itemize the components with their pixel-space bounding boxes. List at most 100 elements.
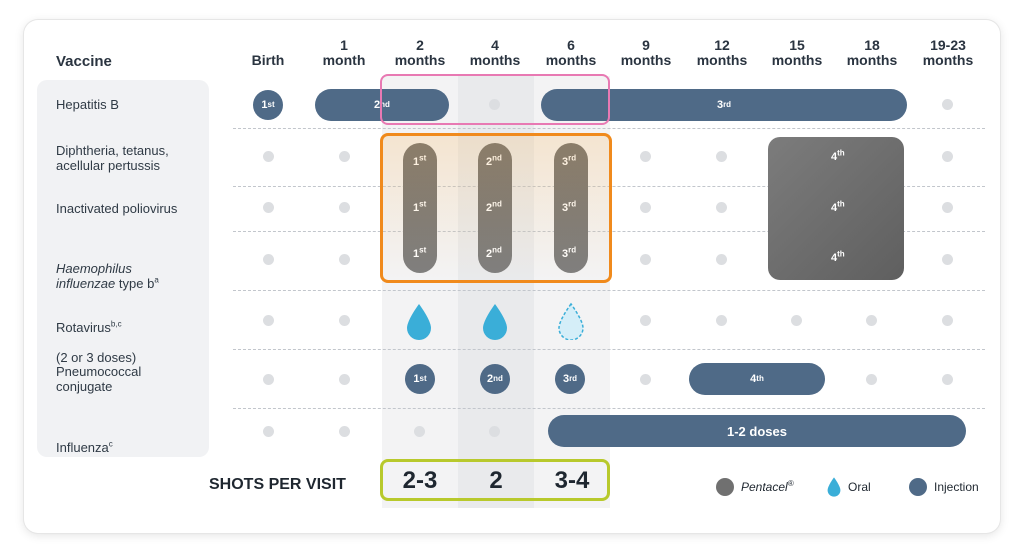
vaccine-rotavirus: Rotavirusb,c (2 or 3 doses) xyxy=(56,305,136,365)
empty-slot-dot xyxy=(339,151,350,162)
shots-per-visit-frame xyxy=(380,459,610,501)
age-header-12-months: 12 months xyxy=(696,37,748,68)
pentacel-highlight-frame xyxy=(380,133,612,283)
empty-slot-dot xyxy=(339,426,350,437)
row-separator xyxy=(233,349,985,350)
row-separator xyxy=(233,128,985,129)
age-header-15-months: 15 months xyxy=(771,37,823,68)
age-header-18-months: 18 months xyxy=(846,37,898,68)
age-header-19-23-months: 19-23 months xyxy=(922,37,974,68)
empty-slot-dot xyxy=(640,315,651,326)
hib-dose-2: 2nd xyxy=(486,246,502,260)
hib-dose-1: 1st xyxy=(413,246,426,260)
shots-4-months: 2 xyxy=(489,467,503,494)
vaccine-hib-italic: Haemophilus influenzae xyxy=(56,261,132,291)
oral-drop-optional-icon xyxy=(558,302,584,340)
dose-number: 1 xyxy=(261,99,268,111)
empty-slot-dot xyxy=(791,315,802,326)
vaccine-rotavirus-note: (2 or 3 doses) xyxy=(56,350,137,365)
shots-6-months: 3-4 xyxy=(554,467,590,494)
dose-number: 2 xyxy=(374,99,381,111)
oral-legend-label: Oral xyxy=(848,480,871,494)
shots-2-months: 2-3 xyxy=(402,467,438,494)
shots-per-visit-label: SHOTS PER VISIT xyxy=(209,476,346,493)
dtap-dose-1: 1st xyxy=(413,154,426,168)
empty-slot-dot xyxy=(263,374,274,385)
empty-slot-dot xyxy=(942,99,953,110)
row-separator xyxy=(233,408,985,409)
vaccine-ipv: Inactivated poliovirus xyxy=(56,201,178,216)
vaccine-pneumococcal: Pneumococcal conjugate xyxy=(56,364,142,394)
dose-number: 3 xyxy=(716,99,724,111)
empty-slot-dot xyxy=(339,374,350,385)
age-header-6-months: 6 months xyxy=(545,37,597,68)
oral-drop-icon xyxy=(407,304,431,340)
pentacel-column-4-months xyxy=(478,143,512,273)
influenza-dose-label: 1-2 doses xyxy=(727,423,787,439)
hib-dose-3: 3rd xyxy=(562,246,576,260)
empty-slot-dot xyxy=(942,315,953,326)
dtap-ipv-hib-dose-4-block xyxy=(768,137,904,280)
empty-slot-dot xyxy=(640,374,651,385)
injection-legend-label: Injection xyxy=(934,480,979,494)
dtap-dose-3: 3rd xyxy=(562,154,576,168)
empty-slot-dot xyxy=(942,151,953,162)
empty-slot-dot xyxy=(716,151,727,162)
empty-slot-dot xyxy=(942,254,953,265)
ipv-dose-3: 3rd xyxy=(562,200,576,214)
pentacel-column-6-months xyxy=(554,143,588,273)
empty-slot-dot xyxy=(339,202,350,213)
empty-slot-dot xyxy=(716,202,727,213)
age-header-4-months: 4 months xyxy=(469,37,521,68)
vaccine-hib-footnote: a xyxy=(154,275,159,285)
empty-slot-dot xyxy=(942,374,953,385)
pentacel-column-2-months xyxy=(403,143,437,273)
empty-slot-dot xyxy=(263,151,274,162)
oral-drop-icon xyxy=(483,304,507,340)
vaccine-rotavirus-footnote: b,c xyxy=(110,319,122,329)
empty-slot-dot xyxy=(263,254,274,265)
empty-slot-dot xyxy=(640,151,651,162)
vaccine-dtap: Diphtheria, tetanus, acellular pertussis xyxy=(56,143,169,173)
empty-slot-dot xyxy=(866,315,877,326)
empty-slot-dot xyxy=(263,315,274,326)
age-header-2-months: 2 months xyxy=(394,37,446,68)
dtap-dose-4: 4th xyxy=(831,148,845,163)
pentacel-legend-label: Pentacel® xyxy=(741,479,794,495)
vaccine-influenza: Influenzac xyxy=(56,425,113,455)
empty-slot-dot xyxy=(640,254,651,265)
vaccine-influenza-footnote: c xyxy=(108,439,113,449)
vaccine-column-header: Vaccine xyxy=(56,53,112,70)
vaccine-hib-rest: type b xyxy=(115,276,155,291)
dtap-dose-2: 2nd xyxy=(486,154,502,168)
age-header-1-month: 1 month xyxy=(322,37,366,68)
age-header-9-months: 9 months xyxy=(620,37,672,68)
vaccine-hib: Haemophilus influenzae type ba xyxy=(56,246,159,291)
empty-slot-dot xyxy=(263,202,274,213)
empty-slot-dot xyxy=(339,254,350,265)
vaccine-rotavirus-name: Rotavirus xyxy=(56,320,111,335)
empty-slot-dot xyxy=(640,202,651,213)
empty-slot-dot xyxy=(716,315,727,326)
vaccine-influenza-name: Influenza xyxy=(56,440,109,455)
empty-slot-dot xyxy=(263,426,274,437)
empty-slot-dot xyxy=(866,374,877,385)
row-separator xyxy=(233,290,985,291)
empty-slot-dot xyxy=(942,202,953,213)
vaccine-list-panel xyxy=(37,80,209,457)
injection-legend-swatch xyxy=(909,478,927,496)
empty-slot-dot xyxy=(489,99,500,110)
age-header-birth: Birth xyxy=(251,52,285,68)
ipv-dose-4: 4th xyxy=(831,199,845,214)
empty-slot-dot xyxy=(716,254,727,265)
pink-highlight-frame xyxy=(380,74,610,125)
empty-slot-dot xyxy=(414,426,425,437)
ipv-dose-1: 1st xyxy=(413,200,426,214)
empty-slot-dot xyxy=(489,426,500,437)
pentacel-legend-swatch xyxy=(716,478,734,496)
